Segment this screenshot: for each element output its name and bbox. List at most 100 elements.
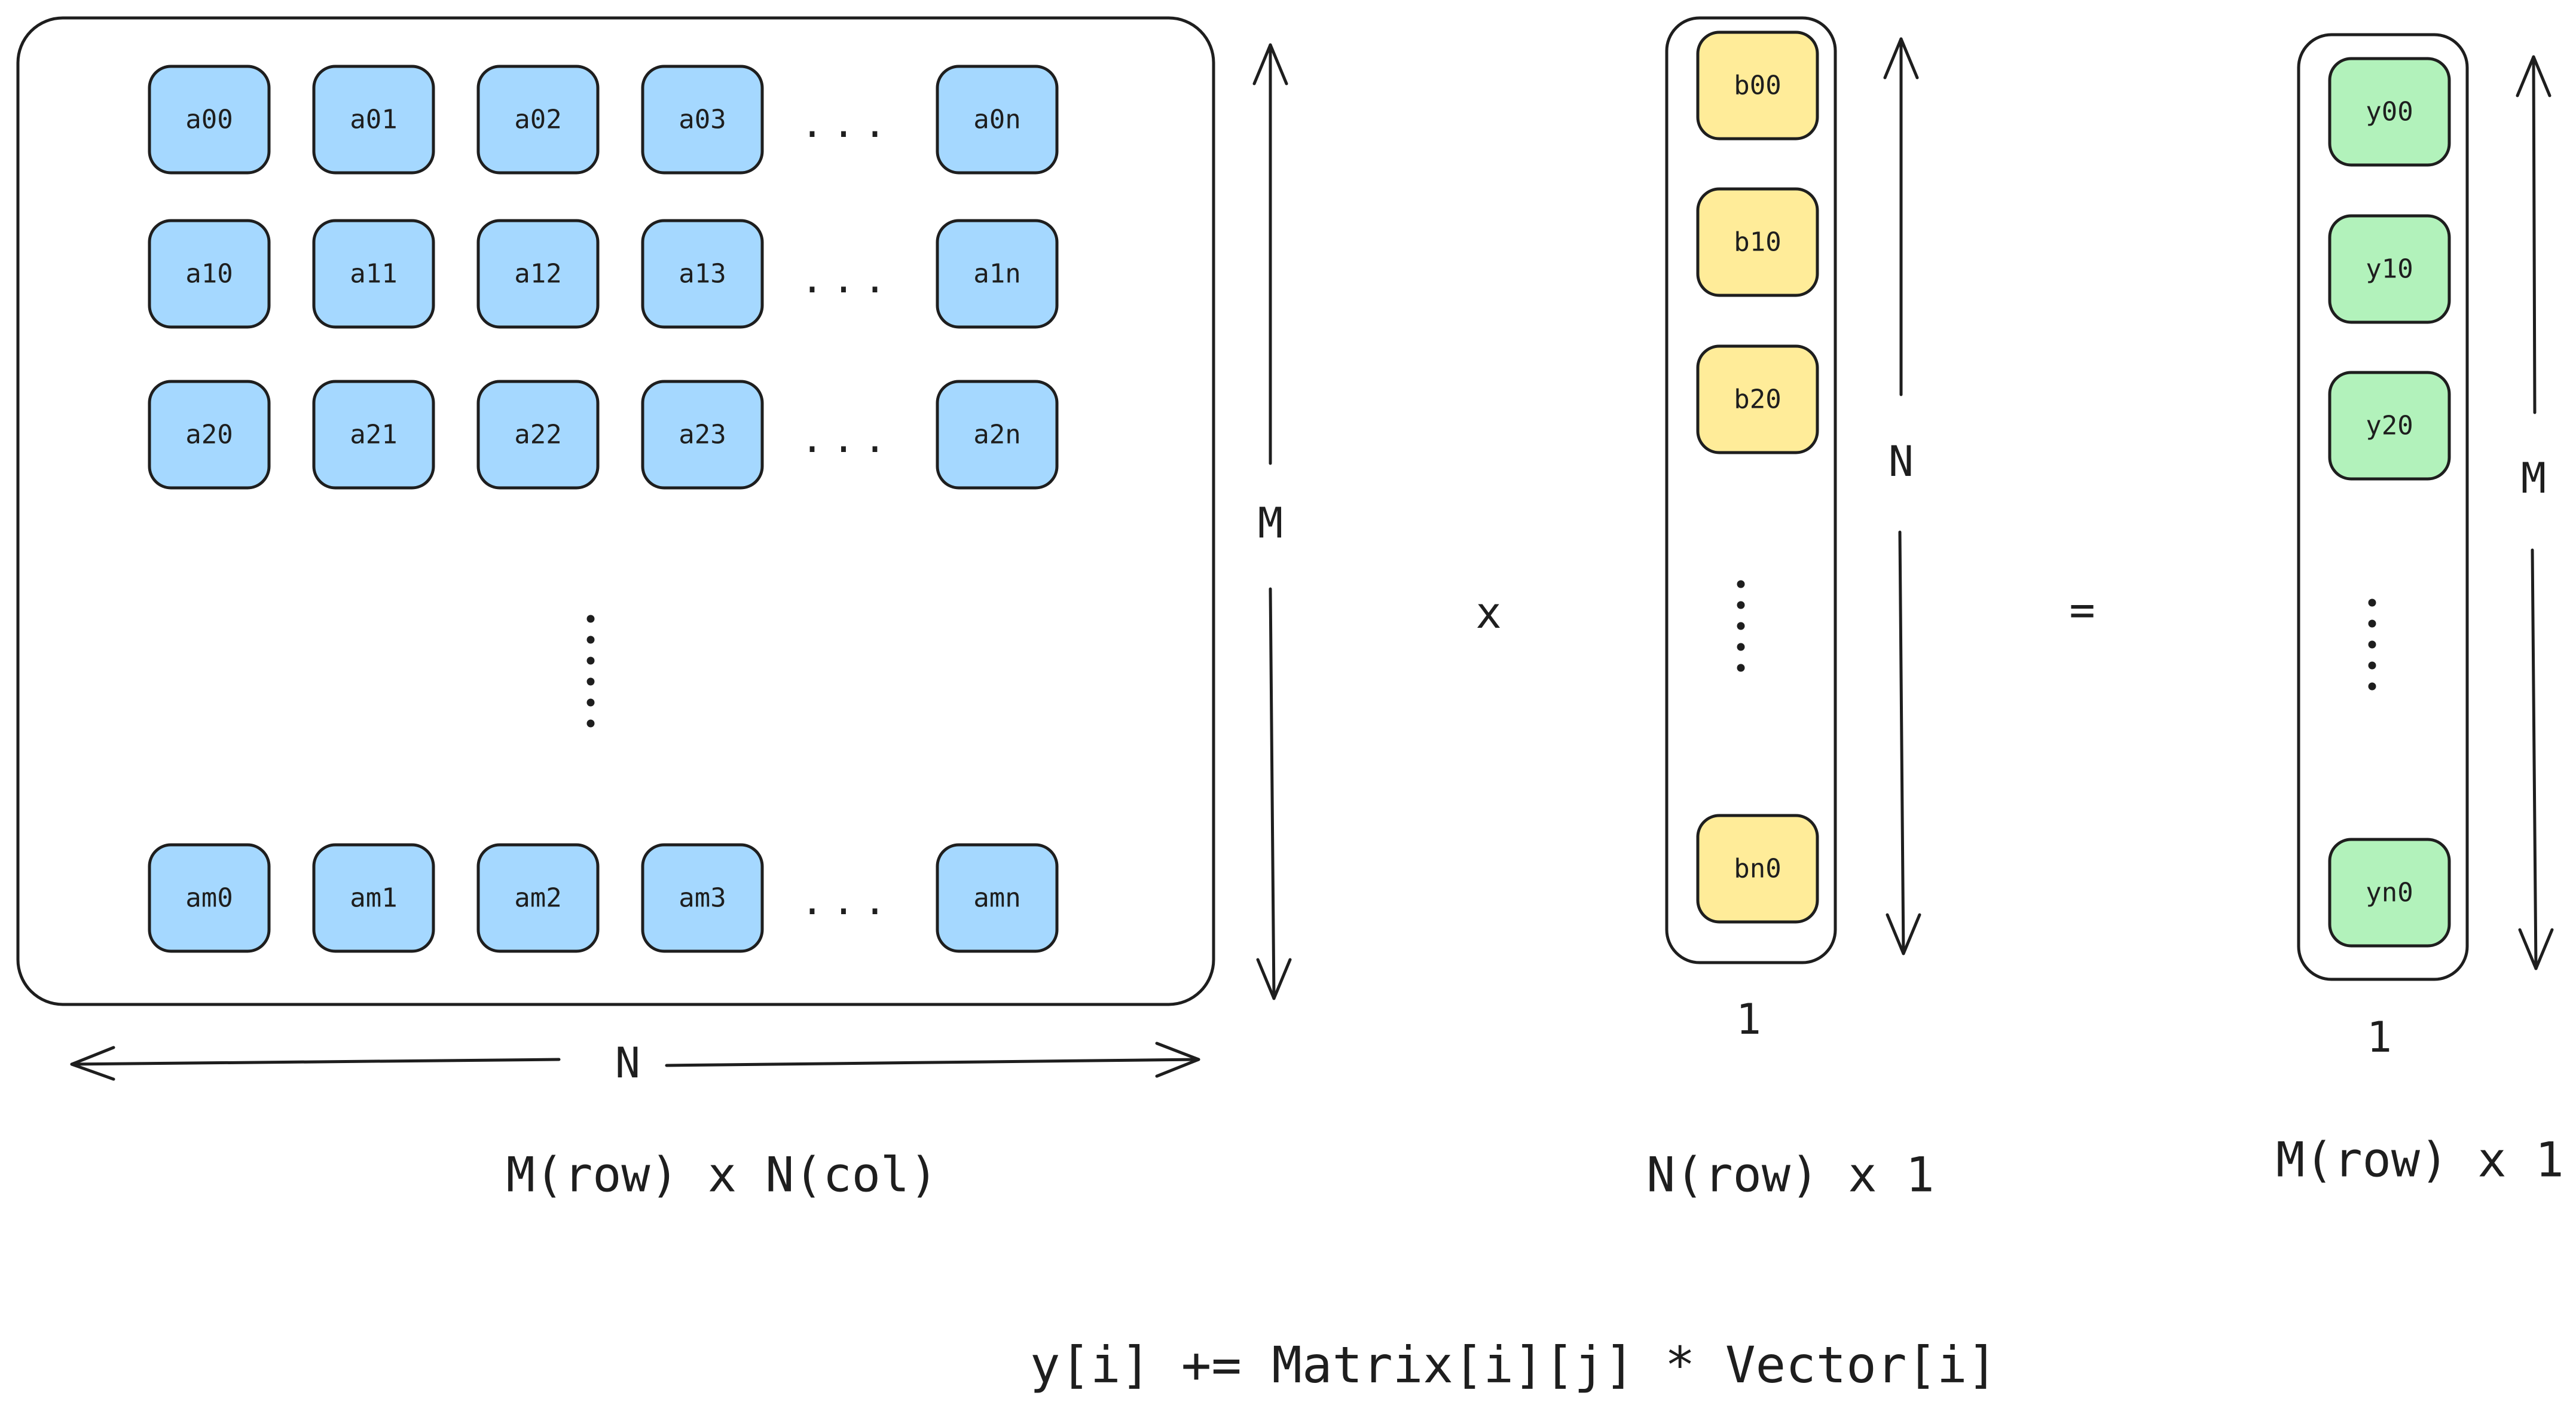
matrix-cell-a22-box bbox=[476, 380, 600, 490]
result-cell-y20-box bbox=[2328, 371, 2451, 481]
matrix-cell-a21: a21 bbox=[312, 380, 435, 490]
matrix-cell-a12: a12 bbox=[476, 219, 600, 329]
matrix-cell-a1n: a1n bbox=[936, 219, 1059, 329]
vector-cell-b20-box bbox=[1696, 344, 1819, 454]
matrix-row-ellipsis-2: ... bbox=[800, 417, 895, 462]
matrix-cell-am3-label: am3 bbox=[679, 883, 726, 914]
result-cell-yn0-label: yn0 bbox=[2366, 878, 2413, 908]
result-cell-y20: y20 bbox=[2328, 371, 2451, 481]
equals-operator: = bbox=[2069, 585, 2095, 635]
matrix-row-ellipsis-0: ... bbox=[800, 102, 895, 146]
multiply-operator: x bbox=[1475, 588, 1501, 638]
matrix-cell-amn-box bbox=[936, 843, 1059, 953]
matrix-cell-am2-box bbox=[476, 843, 600, 953]
vector-cell-b20-label: b20 bbox=[1734, 384, 1781, 415]
matrix-cell-a00-label: a00 bbox=[185, 105, 233, 135]
vector-cell-b00: b00 bbox=[1696, 30, 1819, 141]
matrix-cell-a21-label: a21 bbox=[350, 420, 397, 450]
matrix-cell-a1n-box bbox=[936, 219, 1059, 329]
vector-height-label: N bbox=[1889, 437, 1914, 486]
matrix-vertical-ellipsis bbox=[586, 615, 595, 728]
matrix-cell-am0-label: am0 bbox=[185, 883, 233, 914]
result-cell-y20-label: y20 bbox=[2366, 411, 2413, 441]
result-group: y00 y10 y20 yn0 M 1 M(row) x 1 bbox=[2276, 33, 2564, 1188]
matrix-cell-a23-label: a23 bbox=[679, 420, 726, 450]
result-vertical-ellipsis bbox=[2368, 598, 2376, 691]
matrix-cell-a22: a22 bbox=[476, 380, 600, 490]
matrix-cell-a11-label: a11 bbox=[350, 259, 397, 289]
matrix-cell-a03-label: a03 bbox=[679, 105, 726, 135]
matrix-width-arrow bbox=[70, 1042, 1200, 1081]
matrix-cell-a10-box bbox=[148, 219, 271, 329]
result-cell-yn0-box bbox=[2328, 838, 2451, 948]
matrix-cell-a2n-box bbox=[936, 380, 1059, 490]
matrix-cell-a02-box bbox=[476, 65, 600, 175]
result-cell-y00: y00 bbox=[2328, 57, 2451, 167]
matrix-cell-amn: amn bbox=[936, 843, 1059, 953]
matrix-cell-a02: a02 bbox=[476, 65, 600, 175]
vector-caption: N(row) x 1 bbox=[1646, 1147, 1935, 1203]
matrix-cell-a20-box bbox=[148, 380, 271, 490]
result-cell-yn0: yn0 bbox=[2328, 838, 2451, 948]
matrix-cell-am3: am3 bbox=[641, 843, 764, 953]
result-cell-y00-label: y00 bbox=[2366, 97, 2413, 127]
matrix-width-label: N bbox=[615, 1039, 640, 1088]
matrix-cell-am3-box bbox=[641, 843, 764, 953]
matrix-cell-a00: a00 bbox=[148, 65, 271, 175]
result-cell-y10-label: y10 bbox=[2366, 254, 2413, 285]
matrix-cell-a0n-box bbox=[936, 65, 1059, 175]
matrix-cell-a00-box bbox=[148, 65, 271, 175]
result-cells: y00 y10 y20 yn0 bbox=[2328, 57, 2451, 948]
vector-vertical-ellipsis bbox=[1737, 580, 1745, 672]
vector-cell-b00-box bbox=[1696, 30, 1819, 141]
matrix-cell-a11-box bbox=[312, 219, 435, 329]
matrix-cell-a2n: a2n bbox=[936, 380, 1059, 490]
matrix-cell-am0-box bbox=[148, 843, 271, 953]
gemv-formula: y[i] += Matrix[i][j] * Vector[i] bbox=[1030, 1336, 1997, 1394]
matrix-cell-a23-box bbox=[641, 380, 764, 490]
matrix-cell-a21-box bbox=[312, 380, 435, 490]
matrix-cell-am0: am0 bbox=[148, 843, 271, 953]
matrix-cell-a02-label: a02 bbox=[514, 105, 561, 135]
matrix-cell-a2n-label: a2n bbox=[973, 420, 1020, 450]
result-height-label: M bbox=[2521, 454, 2546, 503]
matrix-height-label: M bbox=[1258, 499, 1283, 548]
vector-cell-bn0: bn0 bbox=[1696, 814, 1819, 924]
matrix-cell-a23: a23 bbox=[641, 380, 764, 490]
matrix-height-arrow bbox=[1252, 43, 1292, 1000]
result-frame bbox=[2297, 33, 2469, 981]
result-height-arrow bbox=[2516, 55, 2554, 970]
matrix-cell-a0n: a0n bbox=[936, 65, 1059, 175]
vector-cell-b10-box bbox=[1696, 187, 1819, 297]
vector-cell-bn0-box bbox=[1696, 814, 1819, 924]
matrix-cell-a13-box bbox=[641, 219, 764, 329]
matrix-cell-a13: a13 bbox=[641, 219, 764, 329]
matrix-cell-am2-label: am2 bbox=[514, 883, 561, 914]
matrix-cell-a12-box bbox=[476, 219, 600, 329]
matrix-cell-a20: a20 bbox=[148, 380, 271, 490]
matrix-cell-a01-label: a01 bbox=[350, 105, 397, 135]
result-width-label: 1 bbox=[2367, 1013, 2392, 1062]
matrix-cell-am1: am1 bbox=[312, 843, 435, 953]
vector-cells: b00 b10 b20 bn0 bbox=[1696, 30, 1819, 924]
matrix-cell-a01: a01 bbox=[312, 65, 435, 175]
matrix-cell-am1-box bbox=[312, 843, 435, 953]
matrix-cell-a03-box bbox=[641, 65, 764, 175]
result-cell-y10-box bbox=[2328, 214, 2451, 324]
vector-cell-b10-label: b10 bbox=[1734, 227, 1781, 258]
matrix-cell-am1-label: am1 bbox=[350, 883, 397, 914]
matrix-caption: M(row) x N(col) bbox=[506, 1147, 938, 1203]
matrix-cell-amn-label: amn bbox=[973, 883, 1020, 914]
vector-cell-b10: b10 bbox=[1696, 187, 1819, 297]
result-cell-y00-box bbox=[2328, 57, 2451, 167]
matrix-row-ellipsis-1: ... bbox=[800, 258, 895, 302]
matrix-cell-a10-label: a10 bbox=[185, 259, 233, 289]
matrix-cell-a01-box bbox=[312, 65, 435, 175]
matrix-cell-a22-label: a22 bbox=[514, 420, 561, 450]
vector-cell-b00-label: b00 bbox=[1734, 71, 1781, 101]
vector-height-arrow bbox=[1883, 37, 1921, 955]
result-cell-y10: y10 bbox=[2328, 214, 2451, 324]
result-caption: M(row) x 1 bbox=[2276, 1132, 2564, 1188]
